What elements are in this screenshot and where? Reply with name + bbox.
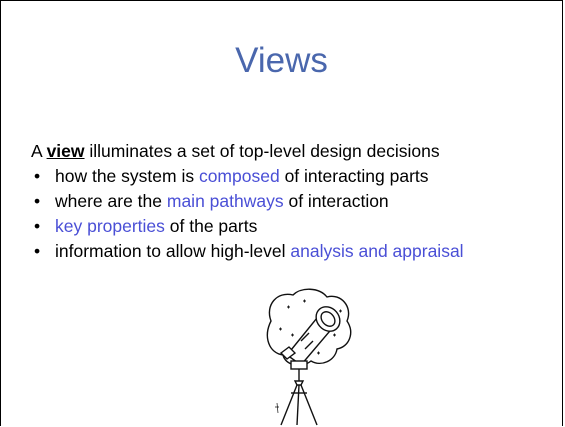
bullet-text: of the parts bbox=[164, 216, 258, 236]
bullet-glyph: • bbox=[34, 241, 41, 261]
tripod bbox=[280, 380, 318, 426]
telescope-illustration bbox=[266, 288, 352, 426]
bullet-text: of interacting parts bbox=[279, 166, 429, 186]
bullet-list: • how the system is composed of interact… bbox=[31, 164, 551, 264]
bullet-text: how the system is bbox=[55, 166, 199, 186]
intro-term: view bbox=[46, 141, 85, 161]
artist-signature bbox=[275, 402, 279, 414]
bullet-glyph: • bbox=[34, 216, 41, 236]
bullet-glyph: • bbox=[34, 191, 41, 211]
bullet-highlight: key properties bbox=[55, 216, 165, 236]
star-icon-group bbox=[279, 299, 342, 355]
intro-line: A view illuminates a set of top-level de… bbox=[31, 139, 551, 164]
bullet-highlight: composed bbox=[198, 166, 280, 186]
slide-title: Views bbox=[235, 41, 328, 80]
bullet-item: • key properties of the parts bbox=[31, 214, 551, 239]
sky-cloud bbox=[266, 288, 352, 366]
telescope-tube bbox=[279, 306, 341, 366]
bullet-text: where are the bbox=[55, 191, 167, 211]
bullet-item: • how the system is composed of interact… bbox=[31, 164, 551, 189]
bullet-item: • where are the main pathways of interac… bbox=[31, 189, 551, 214]
bullet-highlight: main pathways bbox=[166, 191, 284, 211]
bullet-glyph: • bbox=[34, 166, 41, 186]
bullet-text: of interaction bbox=[283, 191, 389, 211]
slide-body: A view illuminates a set of top-level de… bbox=[31, 139, 551, 264]
intro-suffix: illuminates a set of top-level design de… bbox=[84, 141, 440, 161]
bullet-text: information to allow high-level bbox=[55, 241, 291, 261]
telescope-mount bbox=[290, 360, 308, 381]
bullet-highlight: analysis and appraisal bbox=[290, 241, 464, 261]
bullet-item: • information to allow high-level analys… bbox=[31, 239, 551, 264]
intro-prefix: A bbox=[31, 141, 47, 161]
